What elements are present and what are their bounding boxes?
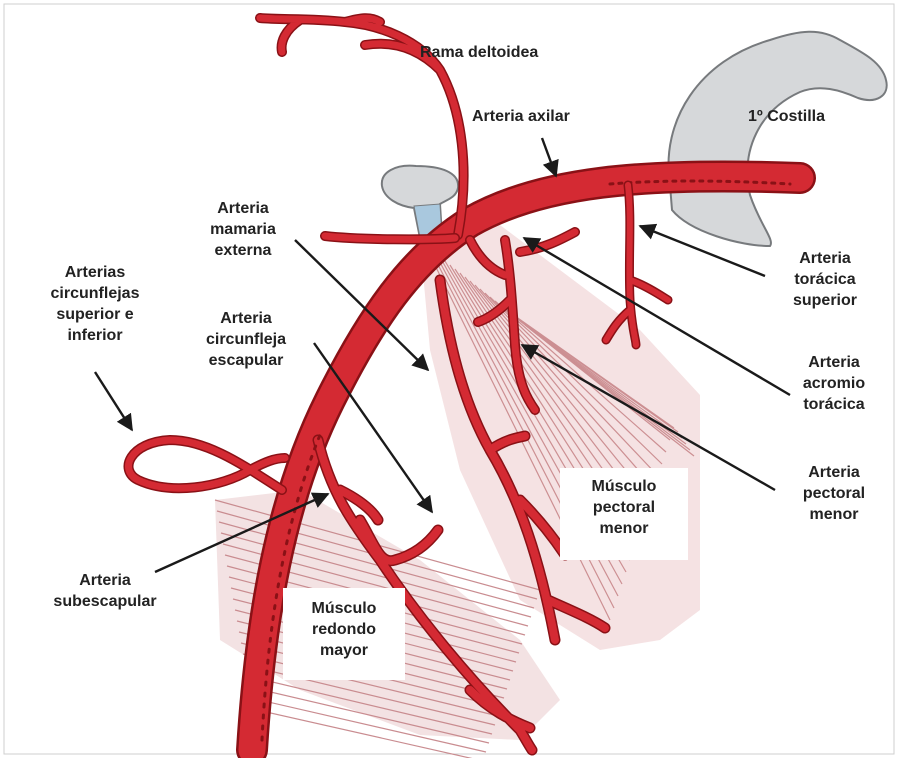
arrow-circunflejas [95,372,132,430]
arrow-axilar [542,138,556,176]
label-primera-costilla: 1º Costilla [748,106,825,127]
label-musculo-redondo: Músculo redondo mayor [288,598,400,661]
label-arteria-axilar: Arteria axilar [472,106,570,127]
label-mamaria-externa: Arteria mamaria externa [198,198,288,261]
label-rama-deltoidea: Rama deltoidea [420,42,538,63]
first-rib [668,32,886,246]
label-toracica-superior: Arteria torácica superior [780,248,870,311]
label-circunfleja-escapular: Arteria circunfleja escapular [196,308,296,371]
rib-bone [668,32,886,246]
label-circunflejas: Arterias circunflejas superior e inferio… [30,262,160,346]
label-pectoral-menor-arteria: Arteria pectoral menor [790,462,878,525]
label-musculo-pectoral: Músculo pectoral menor [566,476,682,539]
label-subescapular: Arteria subescapular [40,570,170,612]
label-acromio-toracica: Arteria acromio torácica [790,352,878,415]
superior-thoracic-artery [606,185,668,345]
